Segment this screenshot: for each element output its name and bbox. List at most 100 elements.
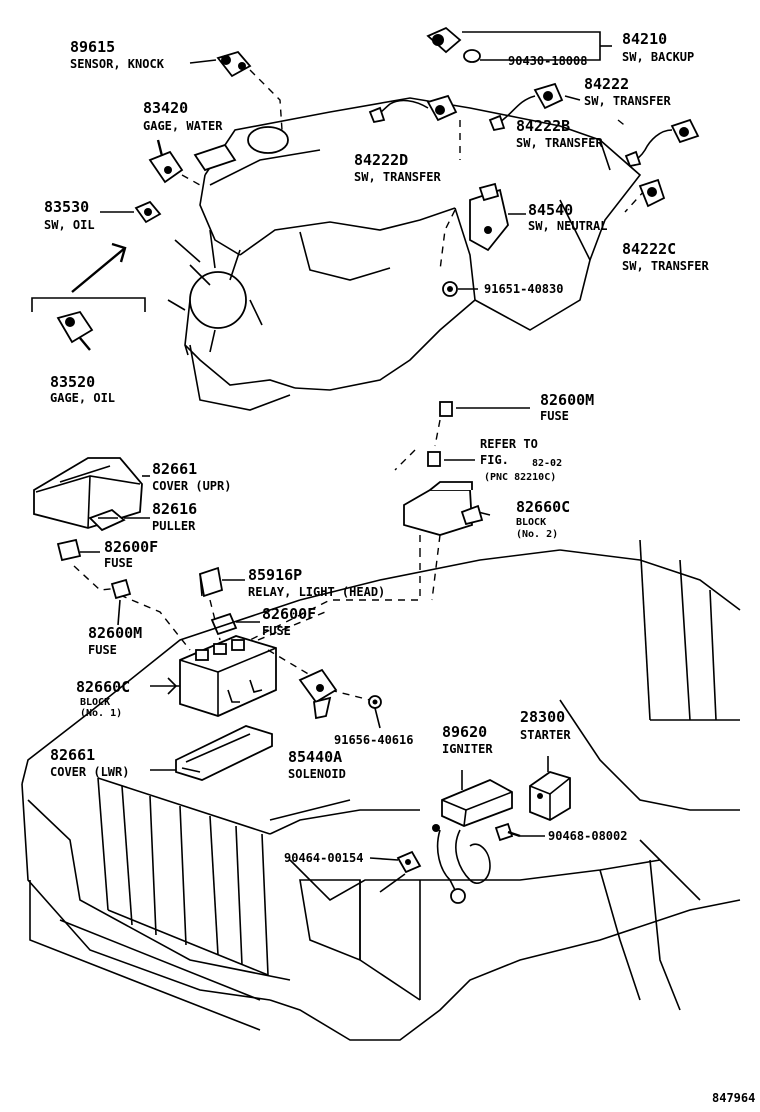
label-82600f-left: 82600F FUSE bbox=[104, 538, 158, 570]
part-sub: (No. 1) bbox=[80, 708, 122, 719]
part-name: FUSE bbox=[262, 624, 291, 638]
part-name: BLOCK bbox=[516, 517, 546, 528]
label-91651: 91651-40830 bbox=[484, 282, 563, 296]
part-name: SW, TRANSFER bbox=[622, 259, 709, 273]
part-name: SW, OIL bbox=[44, 218, 95, 232]
label-89615: 89615 SENSOR, KNOCK bbox=[70, 38, 165, 71]
part-number: 89620 bbox=[442, 723, 487, 741]
label-90464: 90464-00154 bbox=[284, 851, 363, 865]
part-name: SW, NEUTRAL bbox=[528, 219, 607, 233]
part-number: 82660C bbox=[76, 678, 130, 696]
part-name: PULLER bbox=[152, 519, 196, 533]
oil-switch-icon bbox=[134, 200, 162, 224]
part-number: 83420 bbox=[143, 99, 188, 117]
part-name: SOLENOID bbox=[288, 767, 346, 781]
nut-icon bbox=[442, 281, 458, 297]
part-number: 82600M bbox=[540, 391, 594, 409]
engine-outline bbox=[167, 97, 642, 411]
cover-upper-icon bbox=[33, 457, 143, 529]
refer-fig: FIG. bbox=[480, 453, 509, 467]
transfer-switch-icon bbox=[488, 82, 564, 132]
part-number: 85916P bbox=[248, 566, 302, 584]
part-number: 90468-08002 bbox=[548, 829, 627, 843]
block-no2-icon bbox=[403, 481, 491, 536]
igniter-icon bbox=[432, 779, 513, 904]
label-82600f-mid: 82600F FUSE bbox=[262, 605, 316, 638]
refer-pnc: (PNC 82210C) bbox=[484, 472, 556, 483]
part-number: 82600M bbox=[88, 624, 142, 642]
part-name: SW, TRANSFER bbox=[516, 136, 603, 150]
label-28300: 28300 STARTER bbox=[520, 708, 571, 742]
part-number: 84222C bbox=[622, 240, 676, 258]
label-85916p: 85916P RELAY, LIGHT (HEAD) bbox=[248, 566, 385, 599]
diagram-id: 847964 bbox=[712, 1091, 755, 1105]
cover-lower-icon bbox=[175, 725, 273, 781]
part-number: 84222 bbox=[584, 75, 629, 93]
refer-line: REFER TO bbox=[480, 437, 538, 451]
starter-icon bbox=[529, 771, 571, 822]
label-84222d: 84222D SW, TRANSFER bbox=[354, 151, 441, 184]
oil-gage-icon bbox=[56, 310, 94, 351]
transfer-switch-d-icon bbox=[368, 94, 458, 124]
label-82661-upr: 82661 COVER (UPR) bbox=[152, 460, 231, 493]
part-number: 84540 bbox=[528, 201, 573, 219]
label-83520: 83520 GAGE, OIL bbox=[50, 373, 115, 405]
part-number: 90430-18008 bbox=[508, 54, 587, 68]
part-number: 84222D bbox=[354, 151, 408, 169]
fuse-m-left-icon bbox=[110, 578, 132, 600]
part-number: 89615 bbox=[70, 38, 115, 56]
part-number: 28300 bbox=[520, 708, 565, 726]
label-90430: 90430-18008 bbox=[508, 54, 587, 68]
label-89620: 89620 IGNITER bbox=[442, 723, 493, 756]
part-name: SENSOR, KNOCK bbox=[70, 57, 165, 71]
label-84222b: 84222B SW, TRANSFER bbox=[516, 117, 603, 150]
relay-icon bbox=[198, 566, 224, 598]
part-number: 82660C bbox=[516, 498, 570, 516]
refer-fig-number: 82-02 bbox=[532, 458, 562, 469]
part-name: FUSE bbox=[104, 556, 133, 570]
label-90468: 90468-08002 bbox=[548, 829, 627, 843]
part-name: FUSE bbox=[88, 643, 117, 657]
part-number: 90464-00154 bbox=[284, 851, 363, 865]
label-82600m-left: 82600M FUSE bbox=[88, 624, 142, 657]
fuse-m-top-icon bbox=[439, 401, 453, 417]
part-name: STARTER bbox=[520, 728, 571, 742]
part-name: BLOCK bbox=[80, 697, 110, 708]
bolt-icon bbox=[494, 822, 521, 842]
clamp-icon bbox=[396, 850, 422, 874]
part-name: COVER (LWR) bbox=[50, 765, 129, 779]
puller-icon bbox=[88, 508, 126, 532]
transfer-switch-c-icon bbox=[638, 178, 666, 208]
label-83530: 83530 SW, OIL bbox=[44, 198, 95, 232]
backup-switch-icon bbox=[426, 26, 481, 63]
label-84222c: 84222C SW, TRANSFER bbox=[622, 240, 709, 273]
fuse-f-mid-icon bbox=[210, 612, 238, 636]
fan-icon bbox=[167, 229, 263, 353]
neutral-switch-icon bbox=[469, 182, 509, 252]
block-no1-icon bbox=[179, 635, 277, 717]
part-name: IGNITER bbox=[442, 742, 493, 756]
fuse-f-left-icon bbox=[56, 538, 82, 562]
part-number: 84222B bbox=[516, 117, 570, 135]
part-sub: (No. 2) bbox=[516, 529, 558, 540]
part-number: 82661 bbox=[50, 746, 95, 764]
part-number: 91656-40616 bbox=[334, 733, 413, 747]
label-82600m-top: 82600M FUSE bbox=[540, 391, 594, 423]
part-name: SW, TRANSFER bbox=[354, 170, 441, 184]
fuse-ref-icon bbox=[427, 451, 441, 467]
part-number: 83520 bbox=[50, 373, 95, 391]
part-number: 82616 bbox=[152, 500, 197, 518]
label-85440a: 85440A SOLENOID bbox=[288, 748, 346, 781]
part-number: 82600F bbox=[104, 538, 158, 556]
label-83420: 83420 GAGE, WATER bbox=[143, 99, 223, 133]
label-84222: 84222 SW, TRANSFER bbox=[584, 75, 671, 108]
part-number: 82661 bbox=[152, 460, 197, 478]
water-gage-icon bbox=[148, 139, 184, 184]
label-refer: REFER TO FIG. 82-02 (PNC 82210C) bbox=[480, 437, 562, 483]
part-number: 91651-40830 bbox=[484, 282, 563, 296]
nut-small-icon bbox=[368, 695, 382, 709]
label-82660c-left: 82660C BLOCK (No. 1) bbox=[76, 678, 130, 719]
part-name: GAGE, WATER bbox=[143, 119, 223, 133]
transfer-switch-b-icon bbox=[624, 118, 700, 168]
vehicle-outline bbox=[21, 539, 741, 1041]
